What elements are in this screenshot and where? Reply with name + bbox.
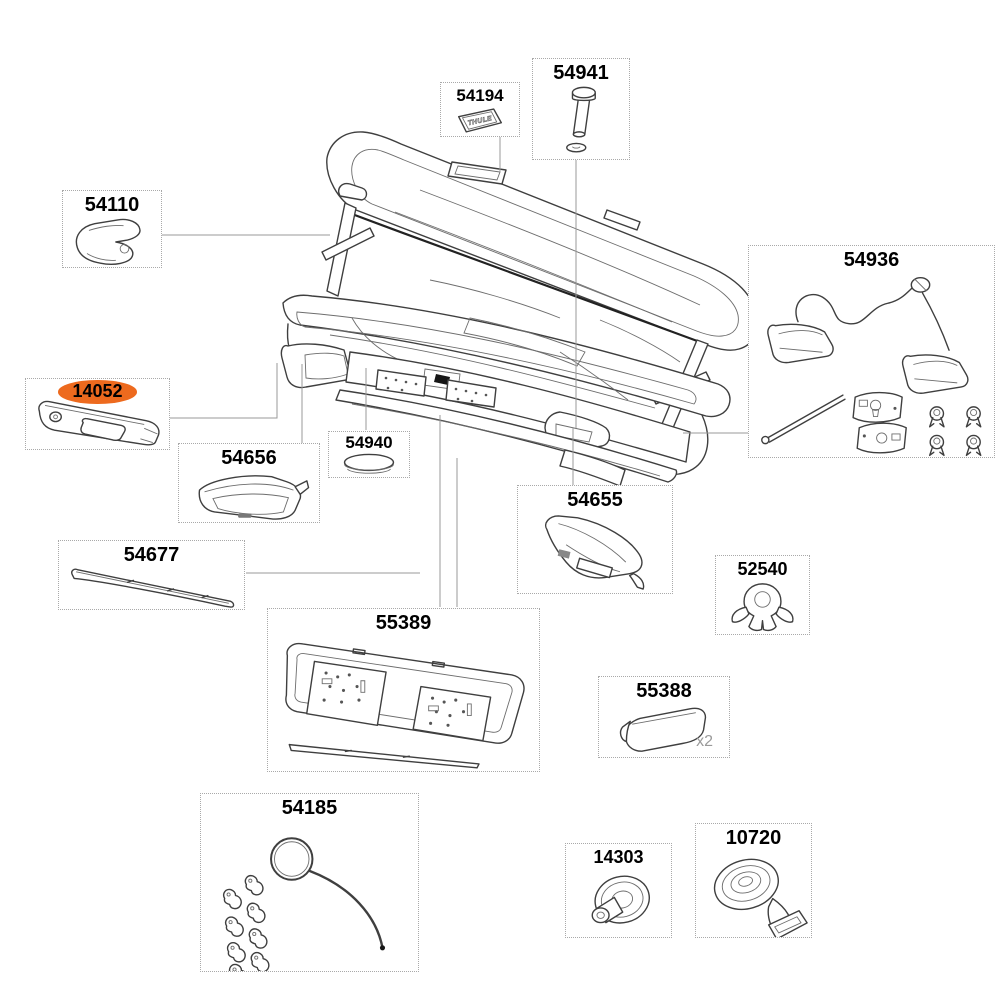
- part-box-54185[interactable]: 54185: [200, 793, 419, 972]
- grommet-drawing: [566, 868, 671, 937]
- part-number-label-highlighted: 14052: [58, 380, 137, 404]
- part-number-label: 54185: [281, 797, 338, 819]
- bolt-drawing: [533, 85, 629, 159]
- part-box-54940[interactable]: 54940: [328, 431, 410, 478]
- hook-bracket-drawing: [63, 217, 161, 267]
- part-number-label: 54194: [456, 86, 504, 105]
- quantity-label: x2: [696, 733, 713, 750]
- part-number-label: 10720: [725, 827, 782, 849]
- pad-drawing: [599, 703, 729, 757]
- part-box-55389[interactable]: 55389: [267, 608, 540, 772]
- part-number-label: 55389: [375, 612, 432, 634]
- part-box-14052[interactable]: 14052: [25, 378, 170, 450]
- part-number-label: 52540: [737, 559, 788, 579]
- part-box-54655[interactable]: 54655: [517, 485, 673, 594]
- part-number-label: 55388: [636, 680, 692, 702]
- number-plate-holder-drawing: [268, 635, 539, 771]
- clip-drawing: [716, 580, 809, 634]
- part-number-label: 54936: [843, 249, 900, 271]
- part-number-label: 54677: [123, 544, 180, 566]
- box-lid: [327, 132, 758, 350]
- thule-badge-drawing: THULE: [441, 106, 519, 136]
- part-number-label: 54655: [567, 489, 623, 511]
- cable-and-clips-drawing: [222, 820, 386, 971]
- part-box-54936[interactable]: 54936: [748, 245, 995, 458]
- part-box-54110[interactable]: 54110: [62, 190, 162, 268]
- part-number-label: 14303: [593, 847, 644, 867]
- lens-cap-drawing: [329, 453, 409, 477]
- part-number-label: 54110: [84, 194, 140, 216]
- part-number-label: 54941: [553, 62, 609, 84]
- end-cap-right-drawing: [518, 512, 672, 593]
- thule-molding: [557, 549, 571, 559]
- bumper-assembly: [281, 344, 690, 486]
- part-number-label: 54656: [221, 447, 277, 469]
- lid-stay-left: [322, 184, 374, 296]
- part-box-55388[interactable]: 55388 x2: [598, 676, 730, 758]
- leader-lines: [162, 136, 748, 607]
- part-box-54194[interactable]: 54194 THULE: [440, 82, 520, 137]
- part-box-14303[interactable]: 14303: [565, 843, 672, 938]
- part-box-52540[interactable]: 52540: [715, 555, 810, 635]
- part-box-54677[interactable]: 54677: [58, 540, 245, 610]
- part-box-10720[interactable]: 10720: [695, 823, 812, 938]
- strap-drawing: [696, 850, 811, 937]
- trim-strip-drawing: [59, 567, 244, 609]
- handle-cover-drawing: [26, 392, 169, 449]
- light-kit-drawing: [749, 272, 982, 457]
- part-number-label: 54940: [345, 433, 393, 452]
- part-box-54656[interactable]: 54656: [178, 443, 320, 523]
- part-box-54941[interactable]: 54941: [532, 58, 630, 160]
- end-cap-left-drawing: [179, 470, 319, 522]
- thule-molding: [238, 513, 252, 518]
